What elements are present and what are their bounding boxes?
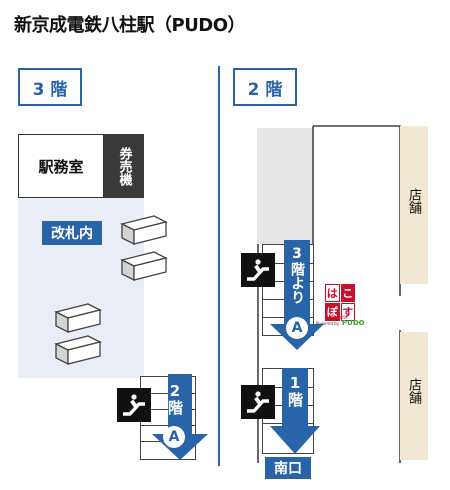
marker-a-3f: A: [163, 426, 185, 448]
hakopost-locker: は こ ぽ す HAKO POST Powered by PUDO: [316, 284, 365, 330]
escalator-icon: [117, 388, 151, 422]
ticket-gate: [54, 303, 102, 334]
page-title: 新京成電鉄八柱駅（PUDO）: [14, 15, 246, 36]
south-exit-label: 南口: [264, 456, 312, 480]
floor-label-3f: 3 階: [18, 68, 82, 106]
corridor-area: [257, 128, 313, 244]
escalator-icon: [241, 385, 275, 419]
ticket-gates-right: [120, 215, 168, 282]
floor-label-2f: 2 階: [233, 68, 297, 106]
hakopost-char: ぽ: [325, 303, 340, 321]
ticket-gate: [54, 335, 102, 366]
ticket-machine: 券売機: [104, 134, 144, 198]
hakopost-char: す: [340, 303, 355, 321]
route-label-from-3f: 3階より: [289, 246, 305, 304]
store-top-label: 店舗: [406, 188, 421, 214]
marker-a-2f: A: [286, 317, 308, 339]
pudo-logo: PUDO: [342, 319, 365, 327]
hakopost-powered: Powered by: [316, 321, 340, 326]
route-arrow-to-1f: [270, 368, 320, 454]
hakopost-char: は: [325, 284, 340, 302]
store-top: [400, 126, 428, 284]
hakopost-logo: は こ ぽ す: [325, 284, 355, 321]
store-bottom: [400, 332, 428, 460]
hakopost-subtitle: HAKO POST: [325, 315, 349, 320]
hakopost-char: こ: [340, 284, 355, 302]
escalator-icon: [241, 253, 275, 287]
route-label-2f: 2階: [166, 382, 184, 415]
ticket-gate: [120, 251, 168, 282]
floor-divider: [218, 66, 220, 466]
gate-inside-label: 改札内: [42, 221, 102, 245]
station-office: 駅務室: [18, 134, 104, 198]
route-label-to-1f: 1階: [286, 374, 304, 407]
route-arrow-from-3f: [270, 240, 324, 350]
ticket-gate: [120, 215, 168, 246]
ticket-gates-left: [54, 303, 102, 366]
store-bottom-label: 店舗: [406, 378, 421, 404]
